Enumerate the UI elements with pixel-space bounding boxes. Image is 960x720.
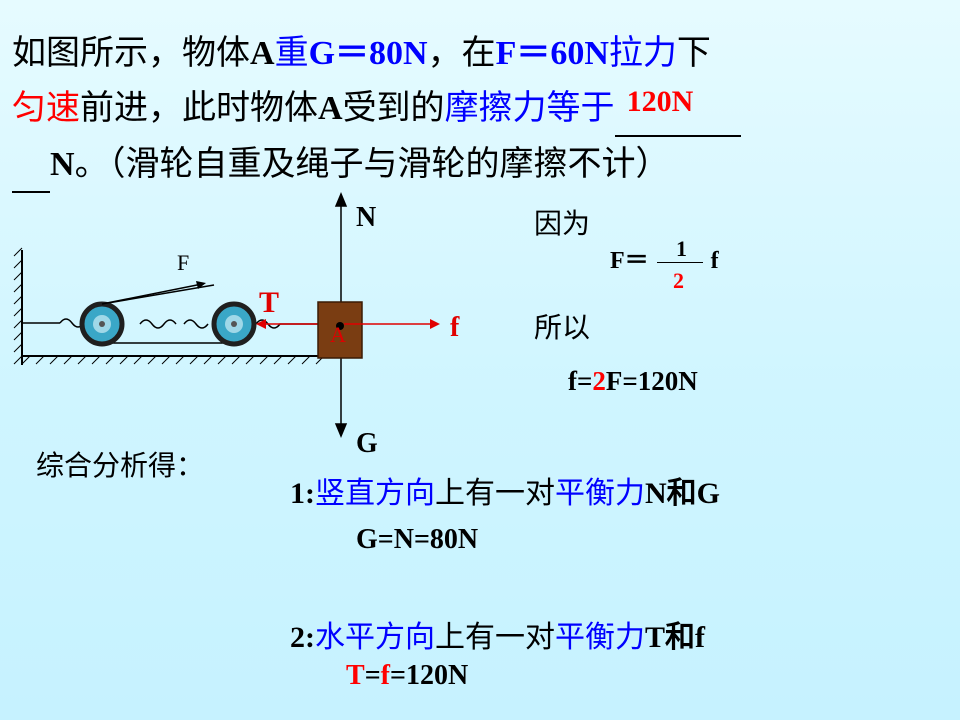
problem-line-1: 如图所示，物体A重G＝80N，在F＝60N拉力下	[12, 26, 932, 81]
fraction-denominator: 2	[673, 268, 684, 293]
summary-title: 综合分析得：	[36, 449, 205, 482]
eq-coefficient: 2	[592, 366, 606, 396]
pulley-right	[211, 301, 257, 347]
friction-word: 摩擦力等于	[444, 88, 615, 128]
force-pair: N和G	[645, 477, 720, 510]
item-number: 1:	[290, 477, 315, 510]
item-number: 2:	[290, 621, 315, 654]
block-center-dot	[336, 322, 344, 330]
weight-word: 重	[274, 33, 309, 73]
label-A: A	[330, 322, 346, 347]
force-value: F＝60N	[495, 35, 609, 72]
label-T: T	[259, 286, 279, 319]
summary-item-1-equation: G=N=80N	[356, 524, 479, 555]
problem-line-2: 匀速前进，此时物体A受到的摩擦力等于 120N	[12, 81, 932, 137]
summary-item-2: 2:水平方向上有一对平衡力T和f	[290, 612, 705, 656]
weight-value: G＝80N	[308, 35, 428, 72]
formula-rhs: f	[710, 248, 719, 274]
problem-text-part: 下	[676, 33, 711, 73]
pulley-diagram: N G F T f A	[13, 192, 460, 459]
eq-rest: =120N	[389, 660, 469, 691]
eq-f: f=	[568, 366, 593, 396]
item-text: 上有一对	[435, 476, 555, 511]
vertical-direction: 竖直方向	[315, 476, 435, 511]
object-label: A	[318, 90, 343, 127]
force-pair: T和f	[645, 621, 705, 654]
answer-blank: 120N	[614, 81, 741, 137]
formula-lhs: F＝	[610, 248, 649, 274]
summary-item-1: 1:竖直方向上有一对平衡力N和G	[290, 468, 720, 512]
eq-T: T	[346, 660, 365, 691]
pull-force-word: 拉力	[608, 33, 677, 73]
friction-f-arrow	[344, 319, 440, 329]
item-text: 上有一对	[435, 620, 555, 655]
eq-rest: F=120N	[605, 366, 698, 396]
problem-text-part: 如图所示，物体	[12, 33, 250, 73]
so-label: 所以	[534, 311, 591, 344]
uniform-speed-word: 匀速	[12, 88, 80, 128]
fraction-numerator: 1	[676, 236, 687, 261]
problem-text-part: 。（滑轮自重及绳子与滑轮的摩擦不计）	[74, 144, 670, 184]
object-label: A	[250, 35, 275, 72]
tension-T-arrow	[256, 319, 320, 329]
rope	[22, 284, 330, 344]
formula: F＝ f	[610, 240, 719, 275]
answer-blank-continued	[12, 137, 50, 193]
problem-text-part: ，在	[427, 33, 496, 73]
balanced-forces: 平衡力	[555, 620, 645, 655]
summary-item-2-equation: T=f=120N	[346, 660, 468, 692]
wall	[13, 247, 23, 365]
problem-text: 如图所示，物体A重G＝80N，在F＝60N拉力下 匀速前进，此时物体A受到的摩擦…	[12, 26, 932, 193]
pulley-left	[79, 301, 125, 347]
label-f: f	[450, 312, 460, 343]
problem-text-part: 前进，此时物体	[80, 88, 318, 128]
horizontal-direction: 水平方向	[315, 620, 435, 655]
label-G: G	[356, 428, 378, 459]
fraction-bar	[656, 261, 703, 263]
ground	[21, 355, 330, 365]
force-F-arrow	[101, 281, 206, 305]
label-N: N	[356, 202, 376, 233]
answer-value: 120N	[626, 85, 694, 118]
problem-text-part: 受到的	[342, 88, 445, 128]
problem-line-3: N。（滑轮自重及绳子与滑轮的摩擦不计）	[12, 137, 932, 193]
label-F: F	[177, 250, 189, 275]
unit-label: N	[50, 146, 75, 183]
eq-f: f	[380, 660, 390, 691]
eq-sign: =	[364, 660, 381, 691]
because-label: 因为	[534, 207, 591, 240]
friction-equation: f=2F=120N	[568, 366, 698, 397]
balanced-forces: 平衡力	[555, 476, 645, 511]
